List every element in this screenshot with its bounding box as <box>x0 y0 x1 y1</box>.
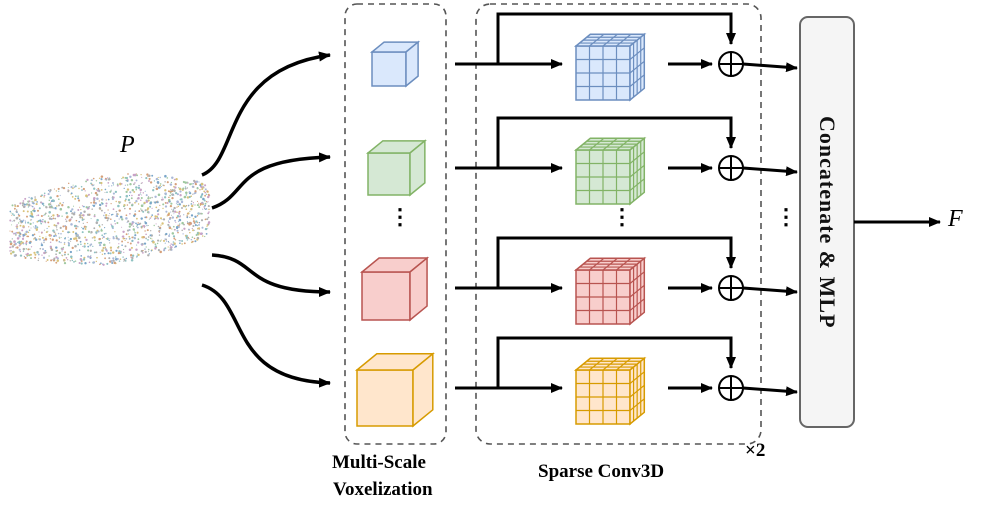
voxel-cubes <box>354 40 435 428</box>
input-arrow-2 <box>211 152 331 210</box>
voxelization-label-line1: Multi-Scale <box>332 452 426 473</box>
residual-path-3 <box>496 236 736 288</box>
ellipsis-voxels: ⋮ <box>389 204 411 229</box>
input-arrow-3 <box>211 253 331 297</box>
sparse-conv-label: Sparse Conv3D <box>538 461 665 482</box>
ellipsis-grids: ⋮ <box>611 204 633 229</box>
concat-mlp-label: Concatenate & MLP <box>815 115 840 329</box>
ellipsis-concat: ⋮ <box>775 204 797 229</box>
branch-arrows <box>455 12 798 401</box>
conv-grid-cube-1 <box>573 32 647 102</box>
voxel-cube-1 <box>369 40 421 88</box>
conv-grid-cube-4 <box>573 356 647 426</box>
residual-path-4 <box>496 336 736 388</box>
concat-arrow-1 <box>742 62 798 73</box>
input-arrow-4 <box>201 283 331 388</box>
input-arrow-1 <box>201 51 331 177</box>
concat-mlp-text-wrap: Concatenate & MLP <box>802 20 852 424</box>
conv-grid-cube-3 <box>573 256 647 326</box>
residual-path-1 <box>496 12 736 64</box>
concat-arrow-2 <box>742 166 798 177</box>
voxel-cube-3 <box>359 256 430 322</box>
output-label: F <box>948 206 963 232</box>
input-label: P <box>120 132 135 158</box>
concat-arrow-3 <box>742 286 798 297</box>
point-cloud-image <box>9 173 211 266</box>
sparse-conv-grid-cubes <box>573 32 647 426</box>
repeat-label: ×2 <box>745 440 766 461</box>
residual-path-2 <box>496 116 736 168</box>
voxel-cube-2 <box>365 139 427 197</box>
voxel-cube-4 <box>354 352 435 428</box>
concat-arrow-4 <box>742 386 798 397</box>
sparse-conv-box <box>475 3 762 445</box>
input-arrows <box>201 51 331 388</box>
voxelization-label-line2: Voxelization <box>333 479 433 500</box>
voxelization-box <box>344 3 447 445</box>
conv-grid-cube-2 <box>573 136 647 206</box>
